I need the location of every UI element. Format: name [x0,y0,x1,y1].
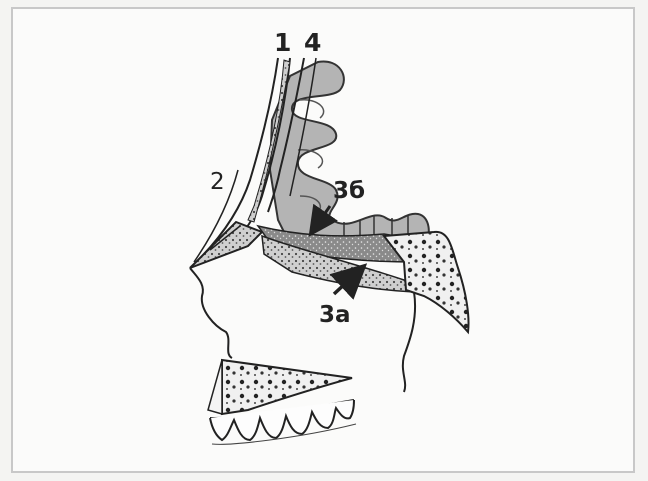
brain-folds [270,61,429,246]
label-3a: 3а [319,304,351,327]
nasal-floor-layers [258,226,469,332]
nasal-cartilage [190,222,262,268]
label-4: 4 [304,30,321,55]
label-1: 1 [274,30,291,55]
label-3b: 3б [333,180,365,203]
label-2: 2 [210,171,225,194]
